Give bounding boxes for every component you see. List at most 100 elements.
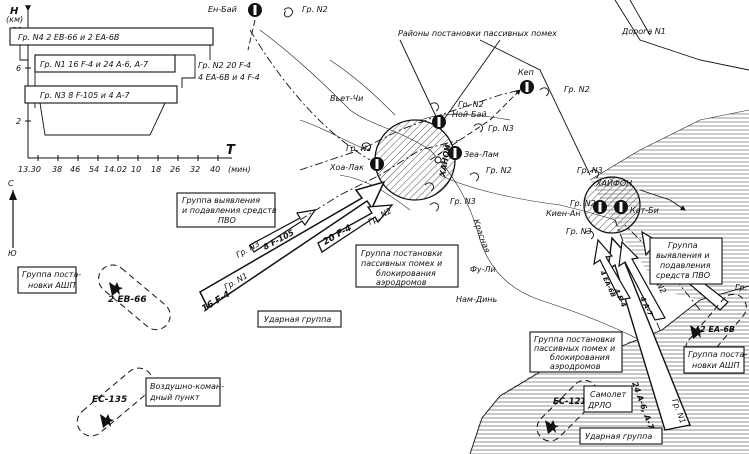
right-strike-group-box: Ударная группа: [579, 427, 663, 445]
road-n1: [614, 0, 749, 71]
box-line: аэродромов: [376, 278, 427, 287]
x-tick: 18: [151, 165, 161, 174]
right-detect-group-box: Группа выявления и подавления средств ПВ…: [649, 237, 723, 285]
airborne-cp-box: Воздушно-коман- дный пункт: [145, 377, 224, 407]
box-line: Ударная группа: [264, 315, 331, 324]
river: [259, 29, 641, 341]
airfield-marker: [248, 3, 262, 17]
box-line: Ударная группа: [585, 432, 652, 441]
formation-ec135: ЕС-135: [92, 395, 127, 405]
timeline-bar-gr3-label: Гр. N3 8 F-105 и 4 А-7: [40, 91, 130, 100]
x-tick: 40: [210, 165, 220, 174]
road-n1-label: Дорога N1: [621, 27, 666, 36]
passive-jamming-group-box: Группа постановки пассивных помех и блок…: [355, 244, 459, 288]
route-line: [299, 89, 521, 171]
airfield-marker: [593, 200, 607, 214]
compass: С Ю: [8, 179, 17, 258]
group-n2-arrow: [317, 204, 394, 253]
box-line: ДРЛО: [587, 401, 611, 410]
box-line: ПВО: [218, 216, 236, 225]
plane-icon: [100, 282, 704, 434]
group-tag-n2: Гр. N2: [570, 199, 596, 208]
box-line: Группа постановки: [534, 335, 615, 344]
box-line: и подавления средств: [182, 206, 277, 215]
box-line: Группа поста-: [688, 350, 747, 359]
airborne-cp-orbit: [76, 367, 154, 437]
x-tick: 26: [170, 165, 180, 174]
place-viet-chi: Вьет-Чи: [330, 94, 363, 103]
awacs-box: Самолет ДРЛО: [583, 385, 633, 413]
timeline-bar-gr4-label: Гр. N4 2 ЕВ-66 и 2 ЕА-6В: [18, 33, 119, 42]
detect-suppress-group-box: Группа выявления и подавления средств ПВ…: [176, 192, 277, 228]
x-tick: 10: [131, 165, 141, 174]
group-tag-n4: Гр. N4: [735, 283, 749, 292]
place-kep: Кеп: [518, 68, 534, 77]
box-line: Воздушно-коман-: [150, 382, 224, 391]
place-hoa-lak: Хоа-Лак: [329, 163, 364, 172]
box-line: средств ПВО: [656, 271, 710, 280]
ashp-group-box: Группа поста- новки АШП: [17, 266, 81, 294]
awacs-orbit: [536, 379, 599, 442]
box-line: пассивных помех и: [534, 344, 615, 353]
airfield-marker: [432, 115, 446, 129]
box-line: новки АШП: [28, 281, 75, 290]
right-ashp-group-box: Группа поста- новки АШП: [683, 346, 747, 374]
box-line: аэродромов: [550, 362, 601, 371]
box-line: Группа постановки: [361, 249, 442, 258]
y-tick: 6: [16, 64, 21, 73]
box-line: подавления: [660, 261, 711, 270]
timeline-side-label-2: 4 ЕА-6В и 4 F-4: [198, 73, 260, 82]
right-passive-group-box: Группа постановки пассивных помех и блок…: [529, 331, 623, 373]
group-tag-n3: Гр. N3: [566, 227, 592, 236]
haiphong-target-area: [583, 176, 641, 234]
timeline-bar-gr4: [9, 27, 214, 46]
x-axis-label: T: [226, 143, 236, 158]
timeline-bar-gr1-label: Гр. N1 16 F-4 и 24 А-6, А-7: [40, 60, 149, 69]
group-tag-n2: Гр. N2: [346, 144, 372, 153]
box-line: выявления и: [656, 251, 710, 260]
x-tick: 13.30: [18, 165, 41, 174]
x-tick: 38: [52, 165, 62, 174]
ashp-orbit-right: [685, 293, 747, 363]
airfield-marker: [370, 157, 384, 171]
y-axis-label: H: [10, 6, 19, 17]
x-tick: 14.02: [104, 165, 127, 174]
group-tag-n2: Гр. N2: [486, 166, 512, 175]
right-group-arrow: [618, 240, 666, 321]
y-tick: 2: [16, 117, 21, 126]
box-line: Группа: [668, 241, 698, 250]
formation-ec121: ЕС-121 Н: [553, 397, 596, 407]
group-tag-n3: Гр. N3: [488, 124, 514, 133]
place-fu-ly: Фу-Ли: [470, 265, 496, 274]
formation-ea6b-2: 2 ЕА-6В: [700, 325, 735, 334]
group-n3-arrow: [249, 209, 317, 253]
x-axis-unit: (мин): [228, 165, 251, 174]
box-line: дный пункт: [149, 393, 200, 402]
place-en-bai: Ен-Бай: [208, 5, 237, 14]
timeline-side-label-1: Гр. N2 20 F-4: [198, 61, 251, 70]
timeline-chart: H (км) 10 6 2 13.30 38 46 54 14.02 10 18…: [6, 5, 260, 174]
timeline-bar-gr3: [24, 85, 178, 104]
box-line: Группа поста-: [22, 270, 81, 279]
y-axis-unit: (км): [6, 15, 23, 24]
box-line: блокирования: [376, 269, 436, 278]
jamming-areas-label: Районы постановки пассивных помех: [398, 29, 557, 38]
place-noi-bai: Ной-Бай: [452, 110, 487, 119]
box-line: Самолет: [590, 390, 626, 399]
place-kat-bi: Кат-Би: [630, 206, 659, 215]
jamming-symbol: [283, 7, 599, 240]
place-zea-lam: Зеа-Лам: [464, 150, 499, 159]
group-tag-n3: Гр. N3: [450, 197, 476, 206]
compass-south: Ю: [8, 249, 17, 258]
strike-group-arrow: [199, 180, 386, 310]
strike-group-box: Ударная группа: [257, 310, 342, 328]
airfield-marker: [448, 146, 462, 160]
group-tag-n2: Гр. N2: [302, 5, 328, 14]
place-krasnaya-river: Красная: [471, 218, 491, 254]
place-haiphong: ХАЙФОН: [595, 177, 632, 188]
airfield-marker: [520, 80, 534, 94]
group-tag-n3: Гр. N3: [577, 166, 603, 175]
place-kien-an: Киен-Ан: [546, 209, 581, 218]
